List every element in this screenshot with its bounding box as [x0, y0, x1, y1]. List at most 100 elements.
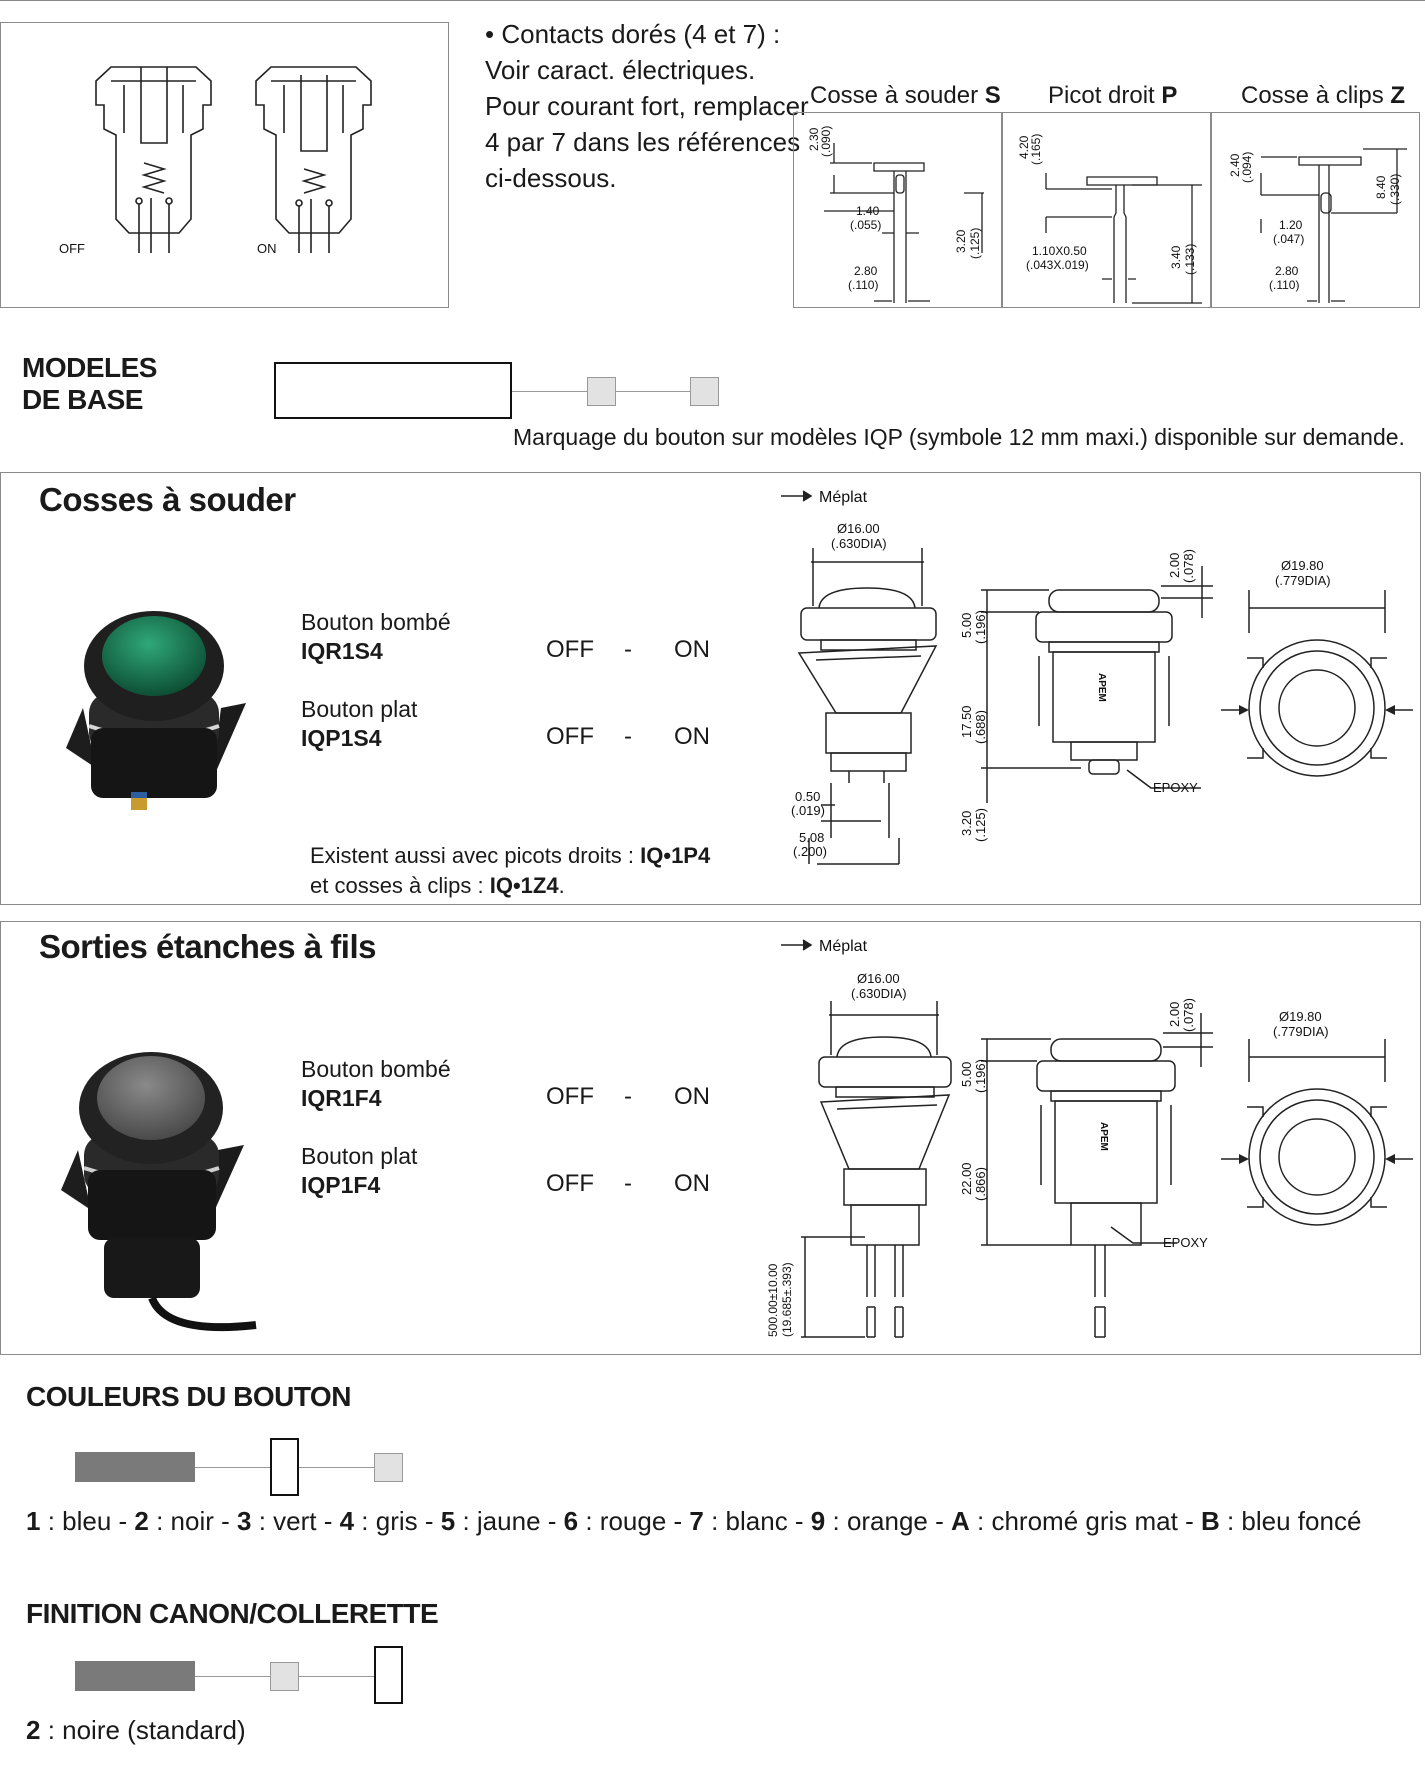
dim-text: 22.00	[959, 1162, 974, 1195]
dim-text: (.090)	[819, 126, 833, 157]
contacts-note: • Contacts dorés (4 et 7) : Voir caract.…	[485, 16, 809, 196]
dim-text: (.110)	[848, 278, 878, 292]
contacts-note-line: Pour courant fort, remplacer	[485, 91, 809, 121]
state-separator: -	[624, 723, 632, 750]
dim-text: 8.40	[1374, 175, 1388, 199]
dim-meplat: Méplat	[819, 489, 868, 506]
dim-text: 1.10X0.50	[1032, 244, 1087, 258]
code-slot	[270, 1662, 299, 1691]
marking-note: Marquage du bouton sur modèles IQP (symb…	[513, 424, 1405, 450]
dim-text: (.866)	[973, 1167, 988, 1201]
color-code: 3	[237, 1506, 252, 1536]
color-code: 4	[339, 1506, 355, 1536]
color-code-slot	[270, 1438, 299, 1496]
color-code: A	[951, 1506, 970, 1536]
color-code: 5	[440, 1506, 456, 1536]
code-connector	[299, 1467, 374, 1468]
state-off: OFF	[546, 723, 594, 750]
dim-text: (.110)	[1269, 278, 1299, 292]
dim-text: (.019)	[791, 803, 825, 818]
terminal-box-z: 2.40 (.094) 8.40 (.330) 1.20 (.047) 2.80…	[1210, 112, 1420, 308]
terminal-code: P	[1161, 82, 1178, 109]
state-off: OFF	[546, 636, 594, 663]
finish-legend: 2 : noire (standard)	[26, 1715, 246, 1746]
dim-text: (.779DIA)	[1275, 573, 1331, 588]
dim-text: 5.00	[959, 1062, 974, 1087]
section-title: Sorties étanches à fils	[39, 928, 376, 965]
button-colors-title: COULEURS DU BOUTON	[26, 1381, 351, 1412]
state-separator: -	[624, 1083, 632, 1110]
state-separator: -	[624, 1170, 632, 1197]
dim-text: 5.08	[799, 830, 824, 845]
dim-text: (.078)	[1181, 998, 1196, 1032]
code-connector	[616, 391, 690, 392]
dim-text: (.133)	[1183, 244, 1197, 275]
code-prefix-block	[75, 1452, 195, 1482]
contacts-note-line: Voir caract. électriques.	[485, 55, 756, 85]
alternatives-ref: IQ•1P4	[640, 843, 711, 868]
code-slot	[690, 377, 719, 406]
part-reference: IQP1S4	[301, 725, 382, 751]
finish-title: FINITION CANON/COLLERETTE	[26, 1598, 439, 1629]
dim-text: 1.40	[856, 204, 880, 218]
product-row: Bouton bombé IQR1S4	[301, 608, 451, 666]
dim-text: Ø16.00	[837, 521, 880, 536]
code-connector	[299, 1676, 374, 1677]
color-code: 6	[563, 1506, 579, 1536]
epoxy-label: EPOXY	[1153, 780, 1198, 795]
alternatives-end: .	[558, 873, 565, 898]
dim-text: (.630DIA)	[851, 986, 907, 1001]
dim-text: (.688)	[973, 710, 988, 744]
state-separator: -	[624, 636, 632, 663]
code-connector	[195, 1467, 270, 1468]
sealed-wire-section: Sorties étanches à fils Bouton bombé IQR…	[0, 921, 1421, 1355]
color-name: bleu	[62, 1506, 112, 1536]
terminal-label: Cosse à clips	[1241, 82, 1384, 109]
product-row: Bouton plat IQP1F4	[301, 1142, 417, 1200]
product-photo-gray-button	[61, 1052, 257, 1332]
color-legend: 1 : bleu - 2 : noir - 3 : vert - 4 : gri…	[26, 1506, 1362, 1536]
color-name: chromé gris mat	[991, 1506, 1178, 1536]
dim-text: 3.40	[1169, 245, 1183, 269]
off-on-mechanism-drawing	[95, 66, 372, 253]
terminal-box-p: 4.20 (.165) 1.10X0.50 (.043X.019) 3.40 (…	[1001, 112, 1212, 308]
dim-text: (.630DIA)	[831, 536, 887, 551]
color-name: jaune	[476, 1506, 541, 1536]
dim-text: Ø16.00	[857, 971, 900, 986]
part-reference: IQR1S4	[301, 638, 383, 664]
state-off: OFF	[546, 1083, 594, 1110]
button-type: Bouton plat	[301, 696, 418, 722]
dim-text: (.125)	[973, 808, 988, 842]
color-name: bleu foncé	[1241, 1506, 1362, 1536]
color-name: gris	[375, 1506, 418, 1536]
base-models-title-line: MODELES	[22, 352, 157, 383]
dim-text: 17.50	[959, 705, 974, 738]
brand-mark: APEM	[1098, 1122, 1109, 1151]
base-models-title-line: DE BASE	[22, 384, 143, 415]
dim-text: 2.40	[1228, 153, 1242, 177]
off-label: OFF	[59, 241, 85, 256]
color-code: 9	[810, 1506, 826, 1536]
top-rule	[0, 0, 1425, 1]
dim-text: (.165)	[1029, 134, 1043, 165]
dim-text: (.779DIA)	[1273, 1024, 1329, 1039]
alternatives-text: Existent aussi avec picots droits :	[310, 843, 641, 868]
state-on: ON	[674, 636, 710, 663]
part-reference: IQP1F4	[301, 1172, 381, 1198]
base-models-title: MODELES DE BASE	[22, 352, 157, 416]
dim-text: 2.30	[807, 127, 821, 151]
product-row: Bouton plat IQP1S4	[301, 695, 417, 753]
dim-text: 500.00±10.00	[766, 1263, 780, 1337]
color-code: 7	[689, 1506, 704, 1536]
terminal-code: Z	[1390, 82, 1406, 109]
dim-text: 2.80	[1275, 264, 1299, 278]
product-row: Bouton bombé IQR1F4	[301, 1055, 451, 1113]
dim-meplat: Méplat	[819, 938, 868, 955]
state-off: OFF	[546, 1170, 594, 1197]
color-code: 2	[134, 1506, 149, 1536]
alternatives-text: et cosses à clips :	[310, 873, 490, 898]
code-slot	[587, 377, 616, 406]
dim-text: (.200)	[793, 844, 827, 859]
alternatives-line: Existent aussi avec picots droits : IQ•1…	[310, 841, 710, 871]
terminal-heading-z: Cosse à clips Z	[1241, 82, 1405, 110]
